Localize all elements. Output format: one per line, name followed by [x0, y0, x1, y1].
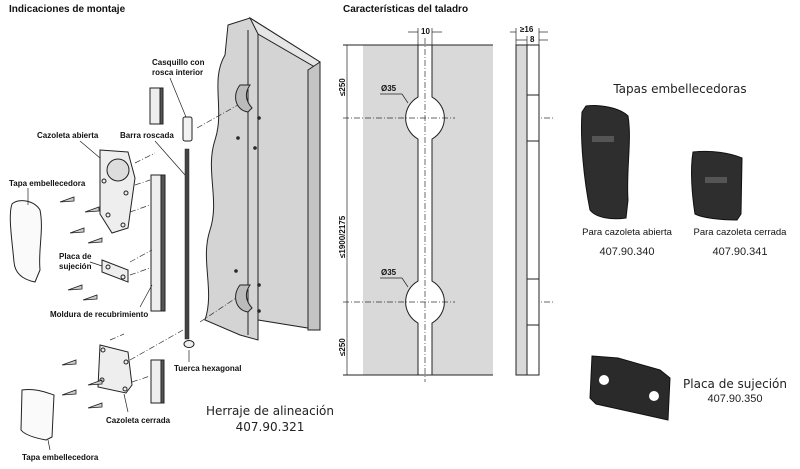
product-name: Herraje de alineación	[205, 404, 334, 418]
label-tuerca: Tuerca hexagonal	[174, 364, 242, 373]
label-casquillo: Casquillo con rosca interior	[152, 58, 204, 78]
label-tapa-embellecedora-top: Tapa embellecedora	[9, 179, 86, 188]
cap-closed-logo	[705, 177, 727, 183]
door-panel	[204, 16, 321, 341]
label-placa-sujecion: Placa de sujeción	[59, 252, 91, 272]
cap-closed-code: 407.90.341	[712, 246, 768, 258]
hex-nut	[183, 340, 195, 348]
dim-depth: 8	[530, 35, 535, 44]
tapa-open	[9, 200, 42, 283]
cap-open-code: 407.90.340	[599, 246, 655, 258]
label-casquillo-line2: rosca interior	[152, 68, 204, 77]
product-code: 407.90.321	[235, 420, 305, 434]
dim-diameter-top: Ø35	[381, 84, 397, 93]
plate-code: 407.90.350	[707, 393, 763, 405]
label-cazoleta-abierta: Cazoleta abierta	[37, 131, 99, 140]
dim-slot-width: 10	[421, 27, 430, 36]
assembly-illustration	[9, 16, 321, 451]
assembly-title: Indicaciones de montaje	[9, 4, 126, 15]
cap-closed-image	[691, 150, 743, 221]
panel-side-profile	[515, 44, 540, 376]
cap-open-label: Para cazoleta abierta	[582, 227, 672, 238]
sleeve	[182, 116, 193, 142]
caps-title: Tapas embellecedoras	[613, 82, 747, 96]
screws	[59, 196, 103, 409]
placa-sujecion-small	[101, 259, 129, 283]
tapa-closed	[20, 389, 55, 441]
label-barra-roscada: Barra roscada	[120, 131, 174, 140]
label-placa-line2: sujeción	[59, 262, 92, 271]
label-tapa-embellecedora-bottom: Tapa embellecedora	[22, 453, 99, 462]
threaded-rod	[184, 148, 190, 340]
label-moldura: Moldura de recubrimiento	[50, 310, 149, 319]
cap-open-logo	[592, 136, 614, 142]
cap-open-image	[580, 105, 630, 220]
cap-closed-label: Para cazoleta cerrada	[693, 227, 787, 238]
dim-depth-min: ≥16	[520, 25, 534, 34]
drilling-title: Características del taladro	[343, 4, 469, 15]
moldura-pieces	[149, 87, 166, 404]
dimension-lines	[346, 28, 548, 375]
plate-image	[589, 355, 671, 421]
label-cazoleta-cerrada: Cazoleta cerrada	[106, 416, 171, 425]
cazoleta-abierta	[99, 149, 136, 234]
plate-label: Placa de sujeción	[683, 377, 787, 391]
label-casquillo-line1: Casquillo con	[152, 58, 205, 67]
dim-diameter-bottom: Ø35	[381, 268, 397, 277]
cazoleta-cerrada	[97, 344, 133, 394]
label-placa-line1: Placa de	[59, 252, 92, 261]
assembly-guide-lines	[109, 104, 239, 383]
leader-lines	[27, 77, 190, 451]
